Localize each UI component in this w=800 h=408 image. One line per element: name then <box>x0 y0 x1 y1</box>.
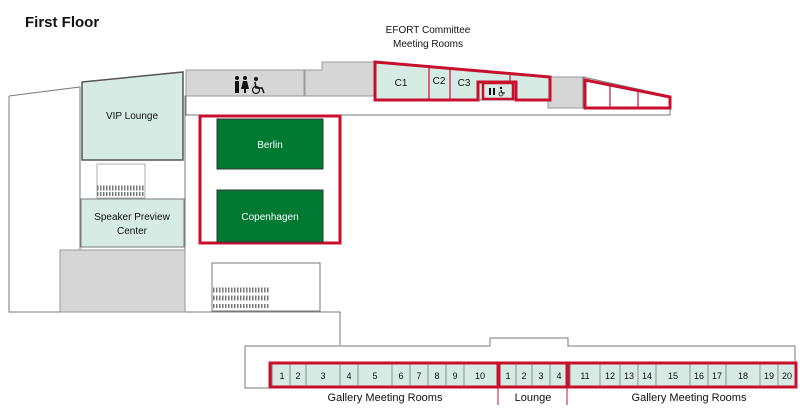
berlin-label: Berlin <box>257 140 283 151</box>
stairs-center <box>213 287 270 308</box>
berlin-room[interactable] <box>216 118 324 170</box>
gallery-room-1[interactable]: 1 <box>279 371 284 381</box>
gallery-room-15[interactable]: 15 <box>668 371 678 381</box>
gallery-room-16[interactable]: 16 <box>694 371 704 381</box>
gallery-room-20[interactable]: 20 <box>782 371 792 381</box>
gallery-right-highlight <box>566 361 798 389</box>
gallery-room-6[interactable]: 6 <box>398 371 403 381</box>
speaker-preview-label-2: Center <box>117 226 148 237</box>
gallery-room-9[interactable]: 9 <box>452 371 457 381</box>
gallery-room-18[interactable]: 18 <box>738 371 748 381</box>
gallery-right-rooms <box>599 364 779 386</box>
berlin-copenhagen-highlight <box>198 114 342 245</box>
lounge-rooms <box>515 364 551 386</box>
gallery-room-4[interactable]: 4 <box>346 371 351 381</box>
gallery-left-rooms <box>289 364 465 386</box>
center-spine <box>185 311 341 345</box>
service-area-northeast <box>547 76 586 109</box>
gallery-room-19[interactable]: 19 <box>764 371 774 381</box>
wheelchair-icon <box>251 77 265 95</box>
gallery-room-13[interactable]: 13 <box>624 371 634 381</box>
speaker-preview-room[interactable] <box>80 198 185 248</box>
vip-lounge-room[interactable] <box>81 71 184 161</box>
lounge-room-3[interactable]: 3 <box>538 371 543 381</box>
stairs-left <box>96 163 146 199</box>
gallery-room-5[interactable]: 5 <box>372 371 377 381</box>
floor-title: First Floor <box>25 14 99 31</box>
room-c3-label: C3 <box>458 78 471 89</box>
gallery-room-11[interactable]: 11 <box>580 371 589 381</box>
copenhagen-label: Copenhagen <box>241 212 298 223</box>
committee-label-1: EFORT Committee <box>386 25 471 36</box>
speaker-preview-label-1: Speaker Preview <box>94 212 170 223</box>
gallery-room-8[interactable]: 8 <box>434 371 439 381</box>
vip-lounge-label: VIP Lounge <box>106 111 159 122</box>
gallery-room-17[interactable]: 17 <box>712 371 722 381</box>
room-c2-label: C2 <box>433 76 446 87</box>
gallery-room-2[interactable]: 2 <box>295 371 300 381</box>
restroom-icon <box>235 76 249 93</box>
right-wedge-highlight <box>583 78 672 110</box>
lounge-caption: Lounge <box>515 392 552 404</box>
lounge-room-4[interactable]: 4 <box>556 371 561 381</box>
gallery-room-12[interactable]: 12 <box>605 371 615 381</box>
gallery-room-10[interactable]: 10 <box>475 371 485 381</box>
service-area-left <box>59 249 186 313</box>
gallery-room-7[interactable]: 7 <box>416 371 421 381</box>
service-area-north <box>304 61 376 97</box>
gallery-room-14[interactable]: 14 <box>642 371 652 381</box>
lounge-room-1[interactable]: 1 <box>505 371 510 381</box>
gallery-left-caption: Gallery Meeting Rooms <box>328 392 443 404</box>
room-c1-label: C1 <box>395 78 408 89</box>
gallery-right-caption: Gallery Meeting Rooms <box>632 392 747 404</box>
restroom-block <box>481 81 515 101</box>
lower-center-block <box>211 262 321 312</box>
lounge-room-2[interactable]: 2 <box>521 371 526 381</box>
left-wall <box>8 96 60 313</box>
gallery-room-3[interactable]: 3 <box>320 371 325 381</box>
copenhagen-room[interactable] <box>216 189 324 243</box>
committee-highlight <box>373 60 552 102</box>
restroom-icon-small <box>489 86 505 97</box>
committee-label-2: Meeting Rooms <box>393 39 463 50</box>
gallery-right-block <box>569 363 796 387</box>
